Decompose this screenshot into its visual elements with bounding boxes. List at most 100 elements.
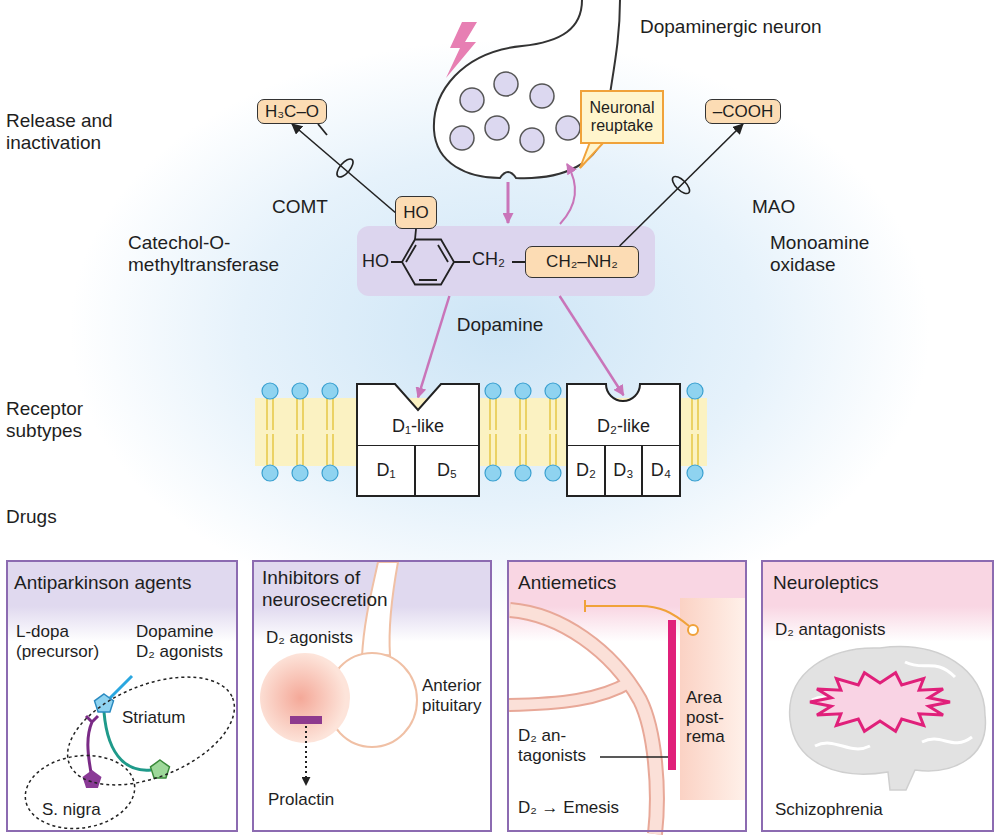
- vesicle: [494, 72, 518, 96]
- formula-box: –COOH: [705, 99, 781, 124]
- enzyme-label: COMT: [272, 196, 332, 218]
- drug-panel: Antiparkinson agentsL-dopa (precursor)Do…: [6, 560, 238, 832]
- enzyme-name: Monoamine oxidase: [770, 232, 890, 276]
- lipid-head: [515, 465, 531, 481]
- lipid-tail: [490, 399, 496, 465]
- formula-box: H₃C–O: [257, 99, 327, 124]
- receptor-subtype: D₁: [357, 445, 415, 496]
- vesicle: [450, 126, 474, 150]
- release-arrow: [507, 182, 510, 223]
- benzene-ring: [402, 240, 454, 285]
- subtype-label: D₄: [648, 460, 674, 481]
- region-label: Striatum: [122, 708, 206, 728]
- formula-text: CH₂–NH₂: [543, 252, 621, 272]
- lipid-tail: [692, 399, 698, 465]
- anterior-lobe: [260, 653, 350, 743]
- panel-ground: [761, 560, 994, 832]
- area-postrema-region: [680, 598, 746, 800]
- lipid-molecule: [322, 383, 338, 481]
- panel-text: D₂ antagonists: [775, 620, 975, 640]
- region-outline: [62, 672, 240, 790]
- panel-heading: Antiparkinson agents: [14, 572, 234, 594]
- panel-heading: Inhibitors of neurosecretion: [262, 567, 484, 611]
- leader-line: [600, 756, 668, 758]
- lipid-head: [545, 465, 561, 481]
- region-ellipse: Striatum: [62, 672, 240, 790]
- lightning-bolt: [446, 22, 477, 78]
- enzyme-rings: [334, 156, 692, 196]
- callout-text: Neuronal reuptake: [582, 99, 662, 136]
- formula-text: HO: [362, 251, 392, 272]
- lipid-tail: [520, 399, 526, 465]
- region-label: S. nigra: [42, 800, 122, 820]
- lipid-head: [322, 465, 338, 481]
- antiparkinson-illustration: [83, 676, 170, 788]
- panel-text: D₂ an- tagonists: [518, 726, 604, 765]
- panel-ground: [252, 560, 492, 832]
- receptor-label: D₁-like: [357, 416, 479, 437]
- panel-text: Anterior pituitary: [422, 676, 490, 715]
- blood-vessel: [509, 682, 630, 705]
- receptor-subtype: D₃: [605, 445, 642, 496]
- panel-heading: Antiemetics: [518, 572, 738, 594]
- brain-outline: [790, 647, 986, 790]
- region-ellipse: S. nigra: [24, 755, 136, 829]
- receptor-subtype: D₄: [642, 445, 680, 496]
- secretion-arrow: [305, 726, 307, 785]
- panel-grounds: [6, 560, 994, 832]
- lipid-molecule: [687, 383, 703, 481]
- nigral-axon: [86, 716, 98, 778]
- formula-text: HO: [400, 203, 432, 223]
- subtype-label: D₅: [434, 460, 460, 481]
- neuron-body: [151, 760, 170, 778]
- panel-text: Prolactin: [268, 790, 368, 810]
- inhibition-bar: [290, 716, 322, 724]
- lipid-head: [292, 383, 308, 399]
- subtype-label: D₁: [373, 460, 398, 481]
- receptor-subtype: D₂: [567, 445, 605, 496]
- starburst-shape: [810, 673, 950, 731]
- double-bonds: [406, 245, 448, 280]
- vesicles: [450, 72, 580, 152]
- receptor-box: D₁-likeD₁ D₅: [357, 384, 479, 496]
- lipid-head: [262, 465, 278, 481]
- row-label: Drugs: [6, 506, 86, 528]
- vesicle: [460, 88, 484, 112]
- receptor-box: D₂-likeD₂D₃D₄: [567, 384, 680, 496]
- antiemetic-illustration: [509, 598, 746, 834]
- lipid-tail: [327, 399, 333, 465]
- formula-box: CH₂–NH₂: [525, 246, 639, 278]
- blood-vessel: [509, 682, 630, 705]
- lipid-head: [545, 383, 561, 399]
- callout-box: Neuronal reuptake: [580, 90, 664, 144]
- dopamine-structure: [318, 124, 525, 285]
- lipid-head: [687, 383, 703, 399]
- lipid-head: [322, 383, 338, 399]
- formula-text: –COOH: [710, 102, 776, 122]
- lipid-tail: [550, 399, 556, 465]
- panel-text: L-dopa (precursor): [16, 622, 116, 661]
- molecule-band-fill: [357, 226, 655, 296]
- lipid-molecule: [262, 383, 278, 481]
- enzyme-label: MAO: [752, 196, 812, 218]
- background-glow: [70, 40, 930, 620]
- reuptake-arrow: [560, 164, 575, 224]
- lipid-head: [687, 465, 703, 481]
- molecule-label: Dopamine: [455, 314, 545, 336]
- vesicle: [530, 84, 554, 108]
- callout-tail: [580, 142, 604, 168]
- molecule-band: HOCH₂CH₂–NH₂: [357, 226, 655, 296]
- receptor-bar: [668, 620, 676, 770]
- panel-text: Schizophrenia: [775, 800, 975, 820]
- neuron-body: [95, 694, 114, 712]
- lipid-molecule: [292, 383, 308, 481]
- lipid-tail: [267, 399, 273, 465]
- fiber-ending: [688, 625, 698, 635]
- receptor-subtype: D₅: [415, 445, 479, 496]
- formula-text: H₃C–O: [262, 102, 322, 122]
- vesicle: [520, 128, 544, 152]
- panel-text: D₂ → Emesis: [518, 798, 718, 818]
- lipid-head: [262, 383, 278, 399]
